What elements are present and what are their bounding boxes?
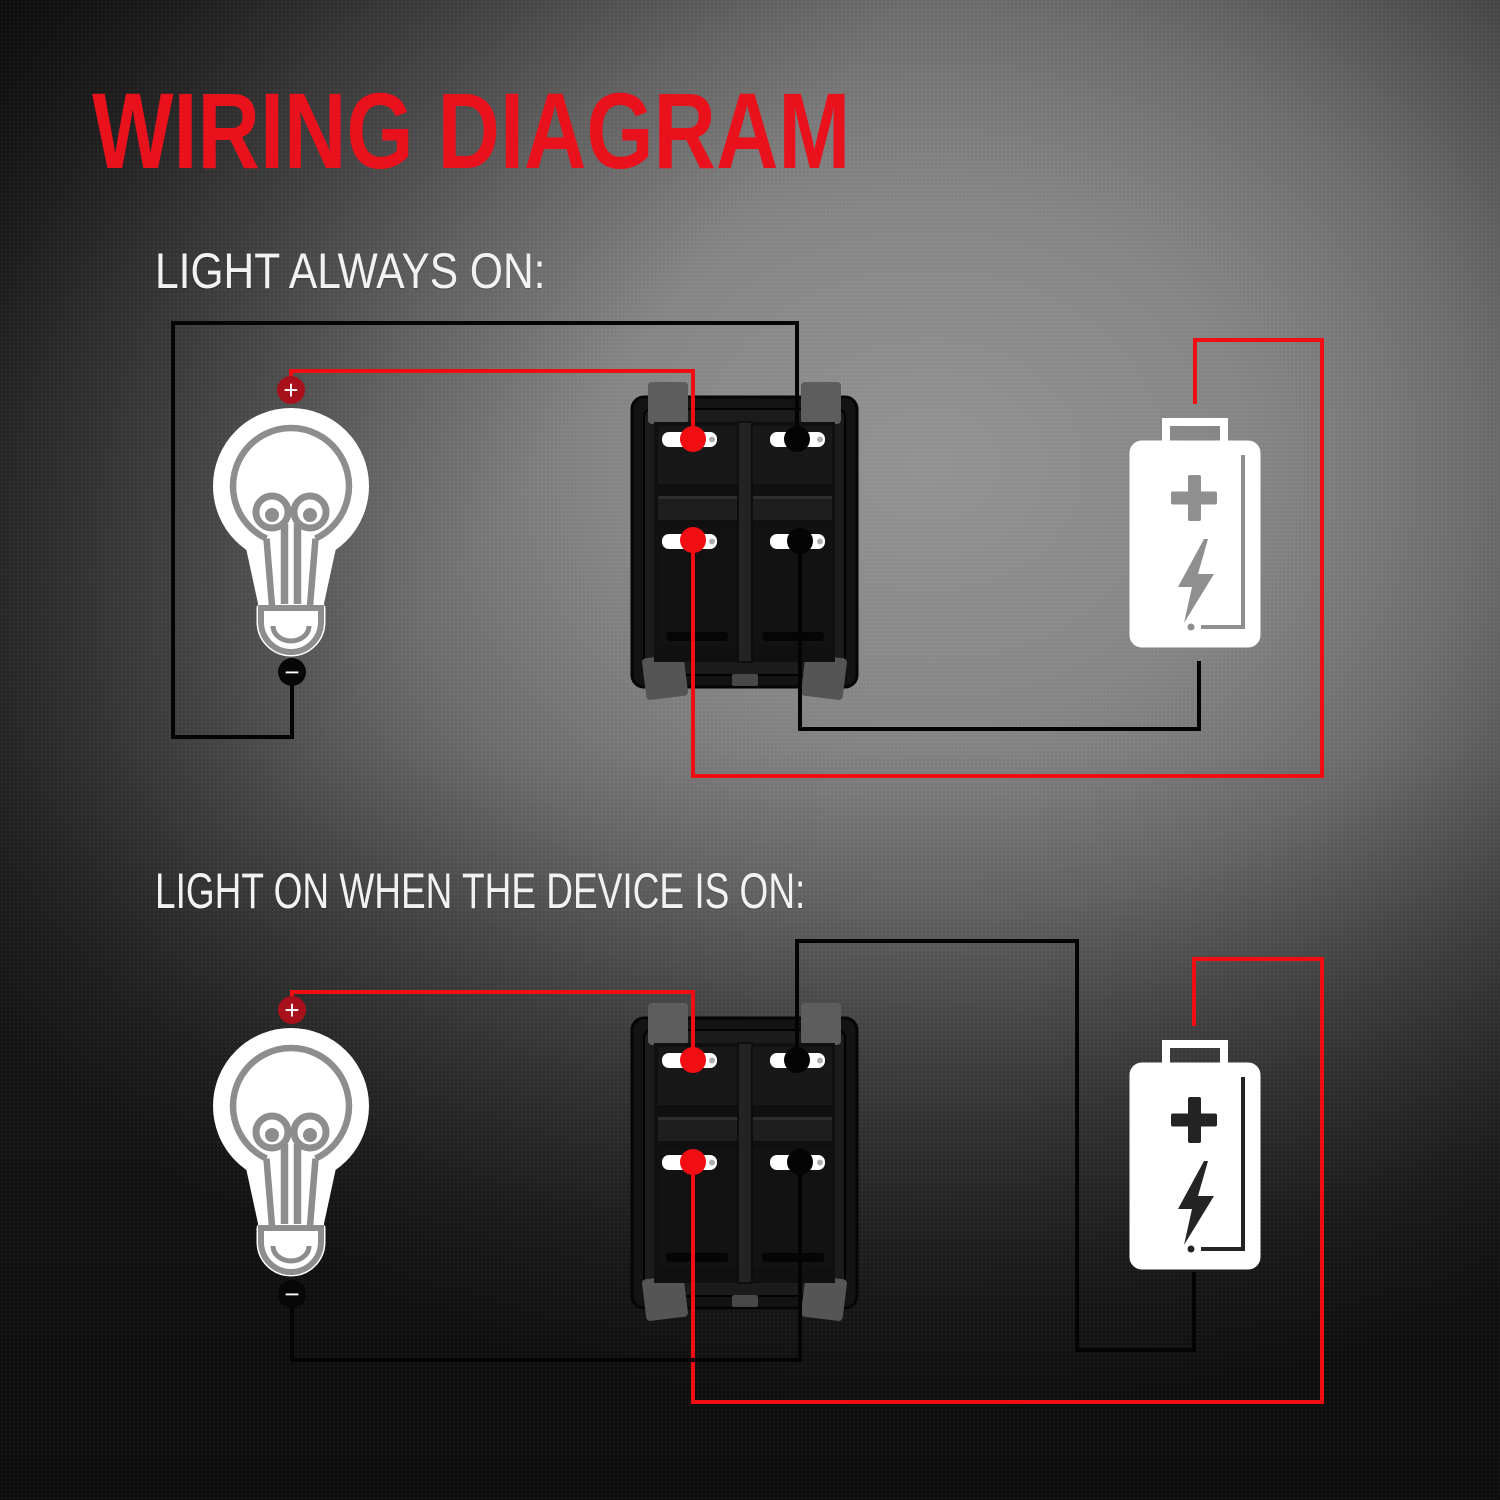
wire-sec1-red-switch-bottom-left-to-battery-positive [691, 338, 1324, 778]
section-label-light-always-on: LIGHT ALWAYS ON: [155, 243, 546, 299]
wire-sec2-black-bulb-negative-to-switch-bottom-right [290, 1158, 802, 1362]
sec1-switch-terminal-top-right [784, 426, 810, 452]
terminal-sign: + [284, 995, 299, 1025]
wire-sec2-black-switch-top-right-to-battery-negative [795, 939, 1196, 1352]
sec2-switch-terminal-bottom-right [787, 1149, 813, 1175]
wire-sec2-red-bulb-to-switch-top-left [290, 990, 695, 1064]
terminal-sign: + [283, 375, 298, 405]
sec1-switch-terminal-bottom-right [787, 528, 813, 554]
wire-sec2-red-switch-bottom-left-to-battery-positive [691, 957, 1324, 1404]
sec2-bulb-negative-terminal: − [278, 1279, 306, 1309]
wire-sec1-black-switch-bottom-right-to-battery-negative [798, 538, 1201, 731]
sec1-switch-terminal-top-left [680, 426, 706, 452]
wire-sec1-black-bulb-negative-to-switch-top-right [171, 321, 799, 739]
section-label-light-on-when-device-on: LIGHT ON WHEN THE DEVICE IS ON: [155, 863, 806, 919]
sec2-bulb-positive-terminal: + [278, 995, 306, 1025]
sec1-switch-terminal-bottom-left [680, 527, 706, 553]
sec1-bulb-positive-terminal: + [277, 375, 305, 405]
sec2-switch-terminal-bottom-left [680, 1149, 706, 1175]
terminal-sign: − [284, 657, 299, 687]
sec2-switch-terminal-top-right [784, 1047, 810, 1073]
sec1-bulb-negative-terminal: − [278, 657, 306, 687]
wire-sec1-red-bulb-to-switch-top-left [289, 369, 695, 443]
page-title: WIRING DIAGRAM [92, 70, 851, 191]
terminal-sign: − [284, 1279, 299, 1309]
sec2-switch-terminal-top-left [680, 1047, 706, 1073]
